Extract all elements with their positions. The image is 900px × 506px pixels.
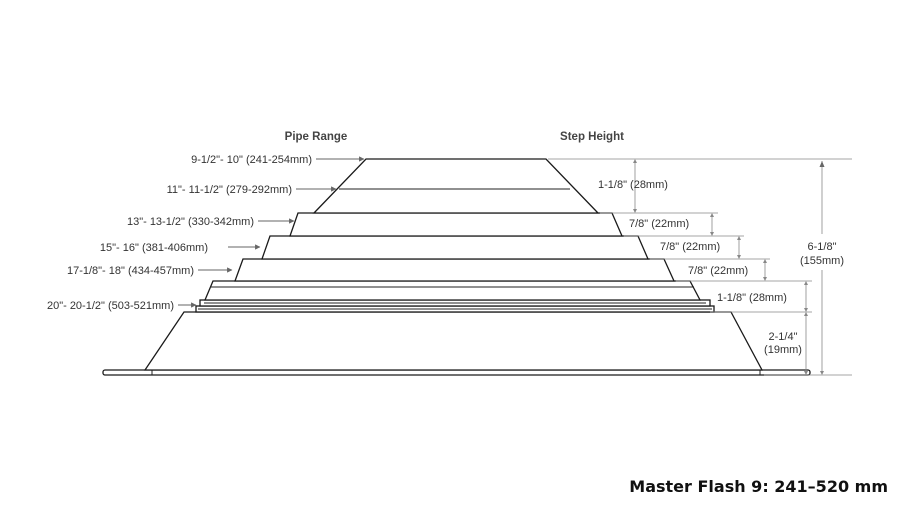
pipe-range-header: Pipe Range (285, 131, 348, 143)
step-height-label-2: 7/8" (22mm) (629, 218, 689, 230)
step-height-label-3: 7/8" (22mm) (660, 241, 720, 253)
pipe-range-label-6: 20"- 20-1/2" (503-521mm) (47, 300, 174, 312)
pipe-range-label-3: 13"- 13-1/2" (330-342mm) (127, 216, 254, 228)
dimension-arrows (633, 159, 825, 375)
product-caption: Master Flash 9: 241–520 mm (629, 477, 888, 496)
base-height-metric: (19mm) (764, 344, 802, 356)
base-flange (102, 369, 811, 376)
step-height-label-1: 1-1/8" (28mm) (598, 179, 668, 191)
dimension-extension-lines (548, 158, 852, 376)
total-height-metric: (155mm) (800, 255, 844, 267)
flashing-cone (143, 158, 764, 371)
pipe-range-label-5: 17-1/8"- 18" (434-457mm) (67, 265, 194, 277)
pipe-range-label-1: 9-1/2"- 10" (241-254mm) (191, 154, 312, 166)
base-height-value: 2-1/4" (769, 331, 798, 343)
step-height-header: Step Height (560, 131, 624, 143)
step-height-label-4: 7/8" (22mm) (688, 265, 748, 277)
step-height-label-5: 1-1/8" (28mm) (717, 292, 787, 304)
pipe-range-pointers (178, 156, 365, 308)
pipe-range-label-2: 11"- 11-1/2" (279-292mm) (167, 184, 292, 196)
total-height-value: 6-1/8" (808, 241, 837, 253)
pipe-range-label-4: 15"- 16" (381-406mm) (100, 242, 208, 254)
